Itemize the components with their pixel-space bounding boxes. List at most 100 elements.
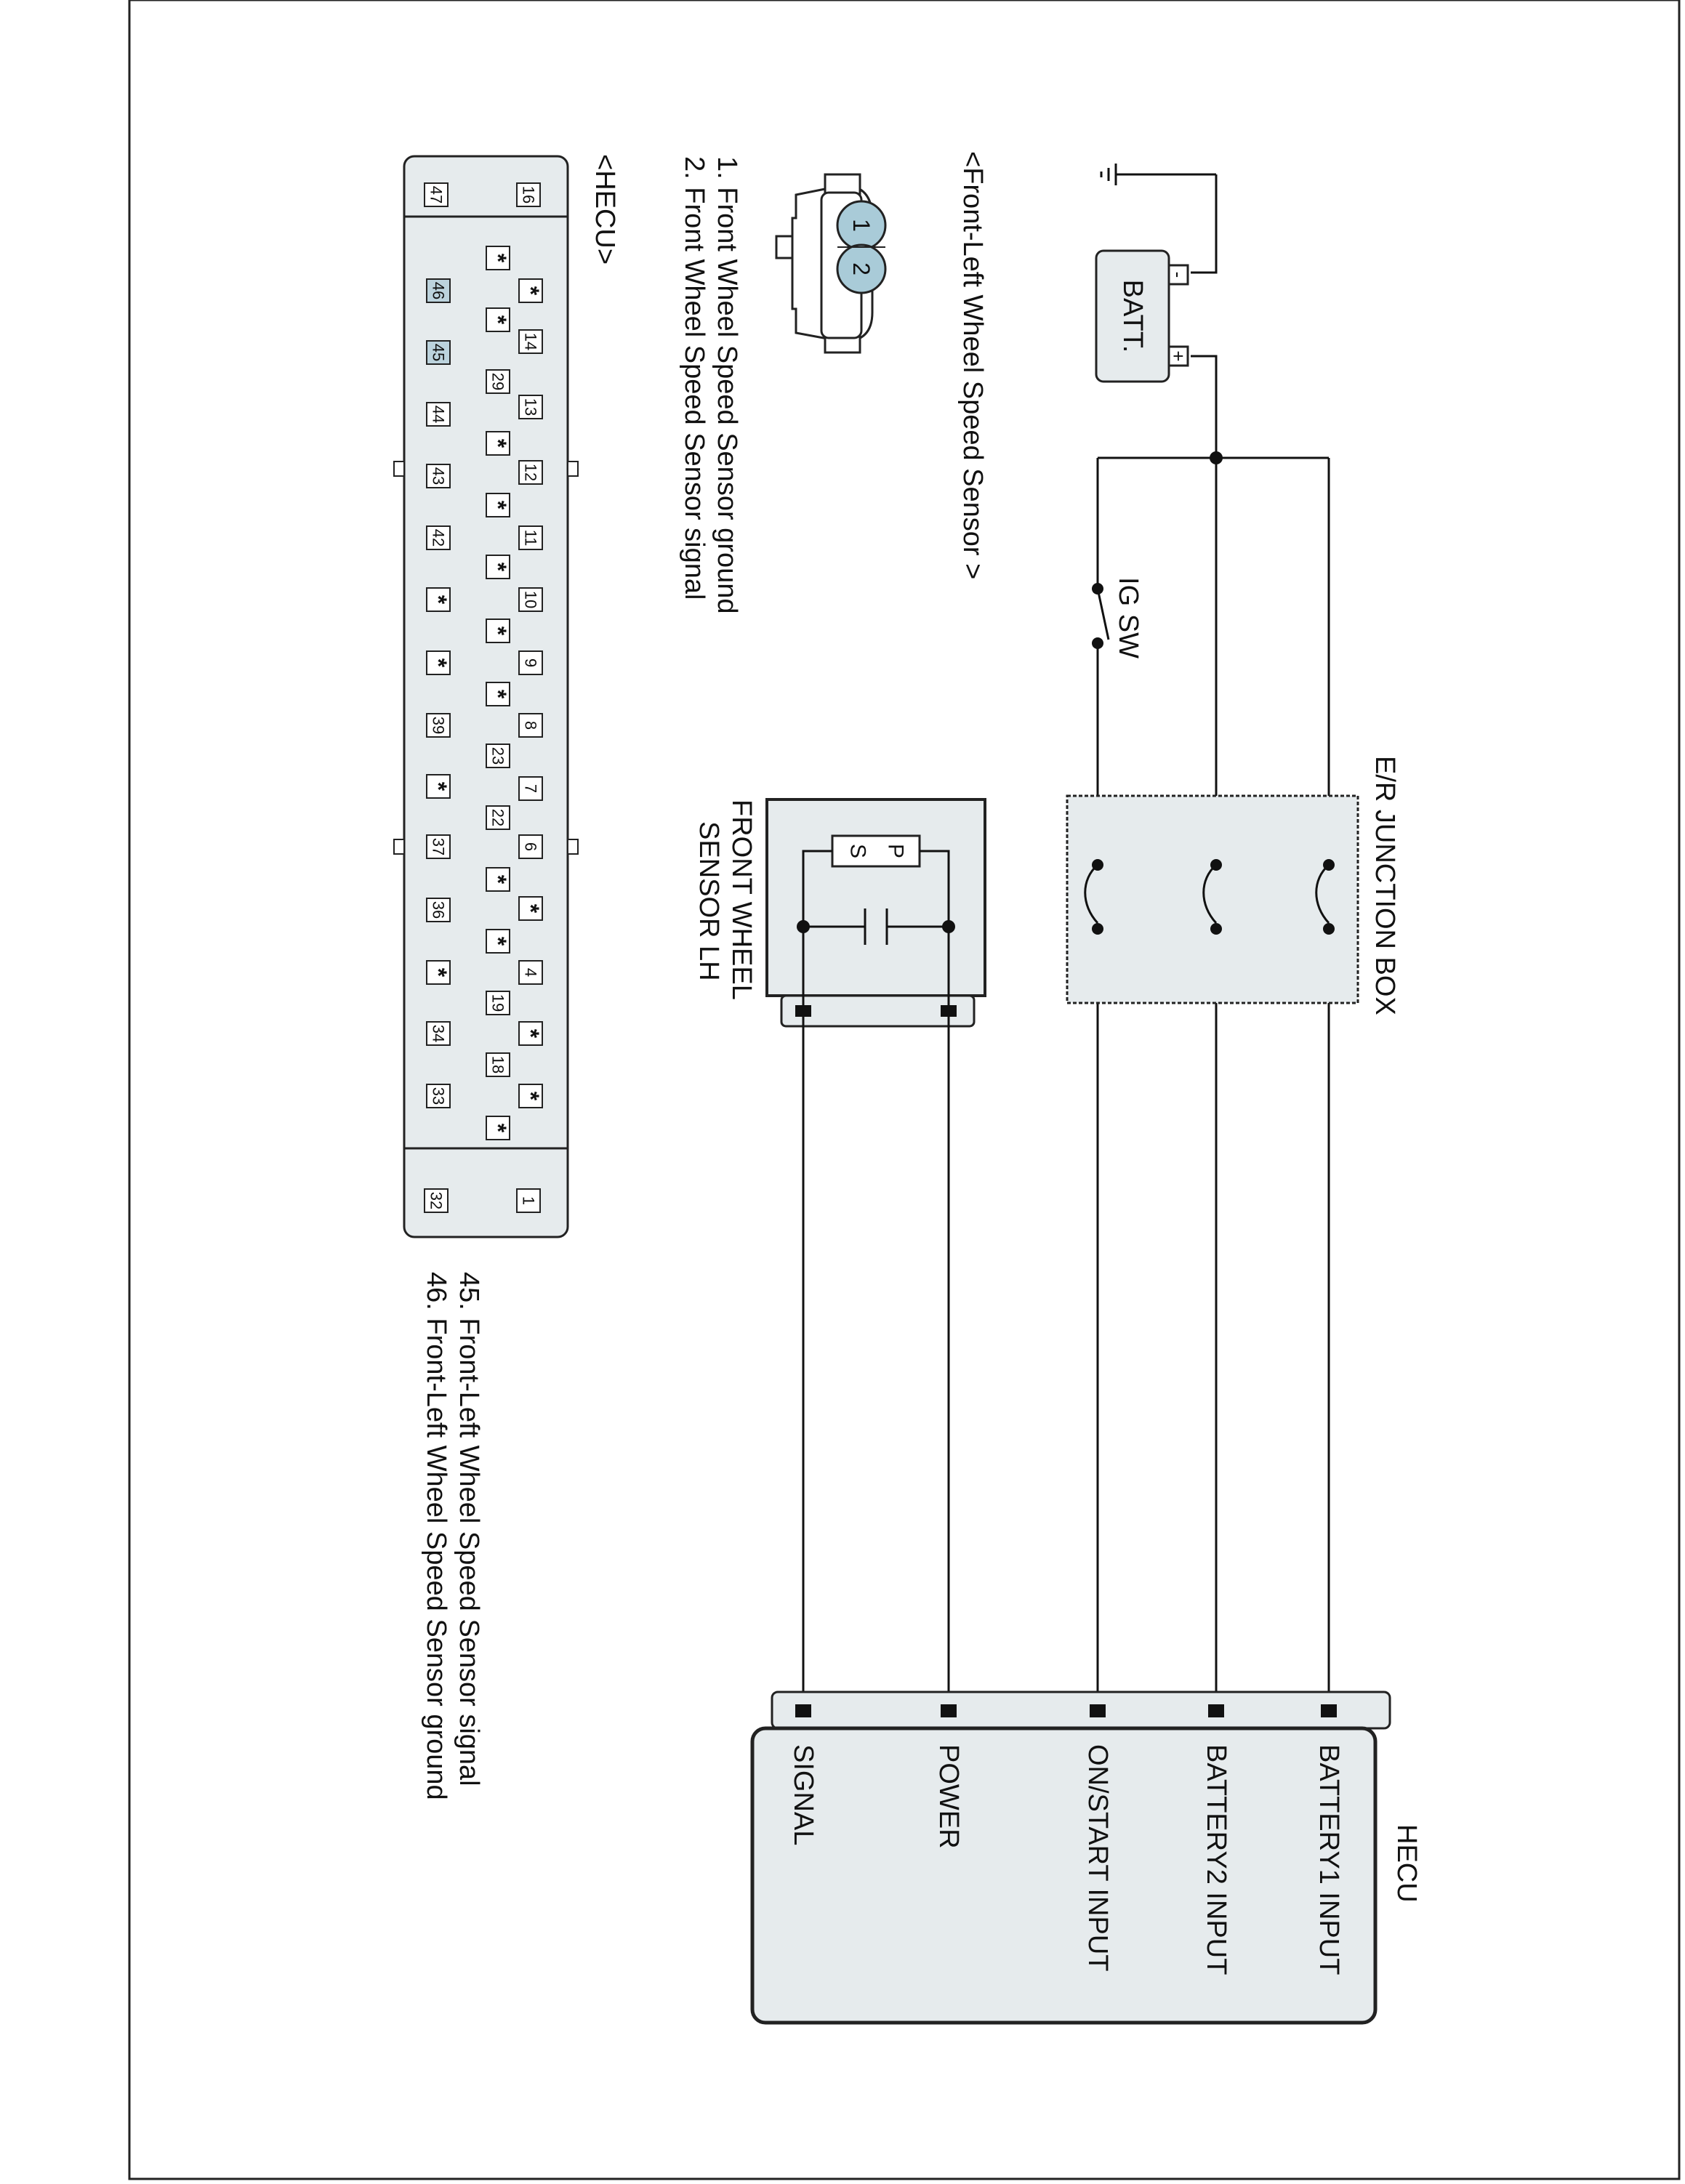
hecu-pin-box	[426, 464, 451, 488]
hecu-pin-label: 36	[430, 901, 448, 919]
hecu-pin-label: *	[518, 904, 544, 914]
hecu-pin-box	[518, 834, 543, 859]
hecu-pin-label: 34	[430, 1025, 448, 1042]
sensor-pin-2: 2	[848, 262, 874, 275]
sensor-pole-s: S	[846, 844, 870, 858]
hecu-module	[750, 1726, 1378, 2025]
hecu-pin-label: 45	[430, 344, 448, 361]
sensor-connector-title: <Front-Left Wheel Speed Sensor >	[957, 151, 988, 579]
hecu-pin-box	[486, 991, 510, 1015]
hecu-connector-title: <HECU>	[590, 154, 620, 265]
hecu-pin-box	[518, 960, 543, 985]
sensor-connector	[775, 173, 887, 354]
battery: - + BATT.	[1095, 249, 1189, 383]
hecu-pin-box	[426, 525, 451, 550]
ground-icon	[1100, 164, 1216, 185]
hecu-pin-box	[486, 555, 510, 579]
hecu-pin-box	[486, 805, 510, 830]
hecu-pin-box	[518, 1021, 543, 1046]
hecu-pin-label: *	[485, 563, 511, 572]
hecu-pin-box	[518, 1084, 543, 1108]
sensor-legend-1: 1. Front Wheel Speed Sensor ground	[712, 156, 742, 614]
hecu-pin-label: *	[485, 439, 511, 448]
hecu-pin-box	[518, 395, 543, 419]
hecu-pin-box	[486, 618, 510, 643]
hecu-pin-label: 10	[522, 591, 540, 608]
hecu-pin-label: 32	[427, 1192, 446, 1209]
hecu-title: HECU	[1391, 1824, 1422, 1903]
hecu-pin-box	[424, 182, 449, 207]
hecu-pin-label: 42	[430, 529, 448, 547]
hecu-pin-label: *	[425, 968, 451, 978]
hecu-pin-label: *	[485, 315, 511, 325]
hecu-pin-box	[426, 587, 451, 612]
hecu-pin-label: *	[425, 782, 451, 791]
hecu-pin-box	[518, 896, 543, 921]
wheel-sensor-connector	[780, 994, 976, 1028]
hecu-pin-box	[518, 650, 543, 675]
hecu-pin-box	[518, 525, 543, 550]
hecu-input-battery1: BATTERY1 INPUT	[1314, 1744, 1344, 1975]
ground-wire	[1191, 174, 1218, 274]
hecu-pin-box	[518, 713, 543, 738]
hecu-pin-box	[426, 650, 451, 675]
hecu-pin-box	[426, 960, 451, 985]
hecu-pin-box	[486, 744, 510, 768]
hecu-pin-label: *	[485, 501, 511, 510]
hecu-pin-box	[426, 402, 451, 427]
hecu-pin-label: 8	[522, 721, 540, 730]
hecu-pin-label: *	[485, 1124, 511, 1133]
hecu-pin-label: 6	[522, 842, 540, 851]
hecu-pin-box	[486, 1052, 510, 1077]
hecu-pin-box	[424, 1188, 449, 1213]
fuse-icon	[1084, 863, 1330, 924]
ig-switch-label: IG SW	[1113, 577, 1143, 658]
hecu-legend-46: 46. Front-Left Wheel Speed Sensor ground	[421, 1272, 451, 1800]
hecu-pin-label: 13	[522, 398, 540, 416]
hecu-pin-label: *	[485, 626, 511, 636]
hecu-pin-box	[486, 1116, 510, 1140]
hecu-pin-label: *	[425, 658, 451, 668]
hecu-pin-label: *	[485, 875, 511, 885]
hecu-pin-label: 33	[430, 1087, 448, 1105]
hecu-pin-label: 22	[489, 809, 507, 826]
sensor-legend-2: 2. Front Wheel Speed Sensor signal	[679, 156, 709, 600]
hecu-pin-label: 47	[427, 186, 446, 204]
battery-label: BATT.	[1117, 280, 1148, 353]
ig-switch-contact-a	[1092, 583, 1103, 595]
hecu-pin-label: 11	[522, 530, 540, 547]
page-frame	[128, 0, 1681, 2180]
hecu-pin-label: 39	[430, 717, 448, 734]
sensor-pole-p: P	[884, 844, 908, 858]
wheel-sensor-label-2: SENSOR LH	[693, 821, 724, 981]
hecu-pin-label: 44	[430, 406, 448, 423]
hecu-legend-45: 45. Front-Left Wheel Speed Sensor signal	[454, 1272, 484, 1786]
hecu-pin-label: 14	[522, 333, 540, 350]
battery-neg-label: -	[1167, 272, 1189, 278]
hecu-pin-box	[518, 460, 543, 485]
hecu-pin-label: *	[485, 937, 511, 946]
hecu-pin-box	[486, 867, 510, 892]
junction-box-label: E/R JUNCTION BOX	[1370, 756, 1400, 1015]
hecu-pin-label: 29	[489, 373, 507, 390]
hecu-pin-box	[426, 1084, 451, 1108]
ig-switch-blade	[1096, 588, 1110, 640]
hecu-pin-box	[518, 587, 543, 612]
hecu-pin-label: 9	[522, 658, 540, 667]
hecu-pin-box	[486, 493, 510, 517]
hecu-pin-box	[486, 307, 510, 332]
hecu-input-on-start: ON/START INPUT	[1082, 1744, 1113, 1971]
hecu-pin-box	[486, 369, 510, 394]
hecu-pin-box	[426, 898, 451, 922]
hecu-pin-label: *	[518, 286, 544, 296]
hecu-pin-label: 37	[430, 838, 448, 855]
hecu-pin-box	[426, 834, 451, 859]
hecu-connector-strip	[771, 1691, 1391, 1730]
hecu-pin-box	[426, 713, 451, 738]
hecu-pin-box	[486, 682, 510, 706]
hecu-pin-box	[518, 278, 543, 303]
sensor-coil	[831, 834, 921, 868]
hecu-input-power: POWER	[933, 1744, 964, 1849]
hecu-pin-label: 1	[520, 1196, 538, 1205]
junction-box	[1066, 794, 1359, 1004]
